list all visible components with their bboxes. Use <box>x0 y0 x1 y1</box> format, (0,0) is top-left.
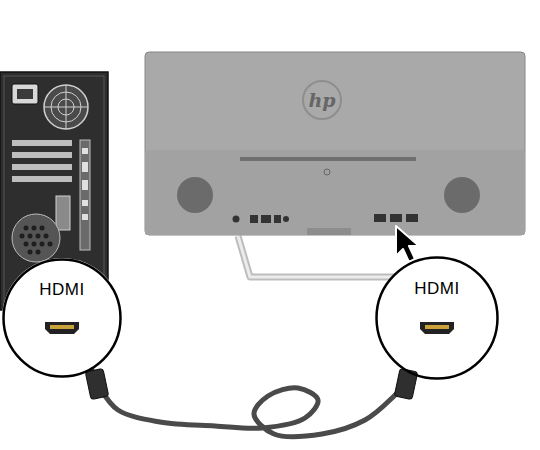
hdmi-port-icon <box>420 322 454 334</box>
callout-outline <box>2 258 122 378</box>
monitor-back <box>145 52 525 277</box>
hdmi-port-icon <box>45 322 79 334</box>
brand-logo: hp <box>308 89 335 111</box>
hdmi-cable <box>92 370 406 437</box>
callout-circle: HDMI <box>375 256 499 380</box>
hdmi-plug <box>85 368 417 399</box>
callout-circle: HDMI <box>2 258 122 378</box>
port-label: HDMI <box>39 280 84 300</box>
port-label: HDMI <box>414 279 459 299</box>
callout-outline <box>375 256 499 380</box>
cursor-arrow <box>396 226 419 262</box>
